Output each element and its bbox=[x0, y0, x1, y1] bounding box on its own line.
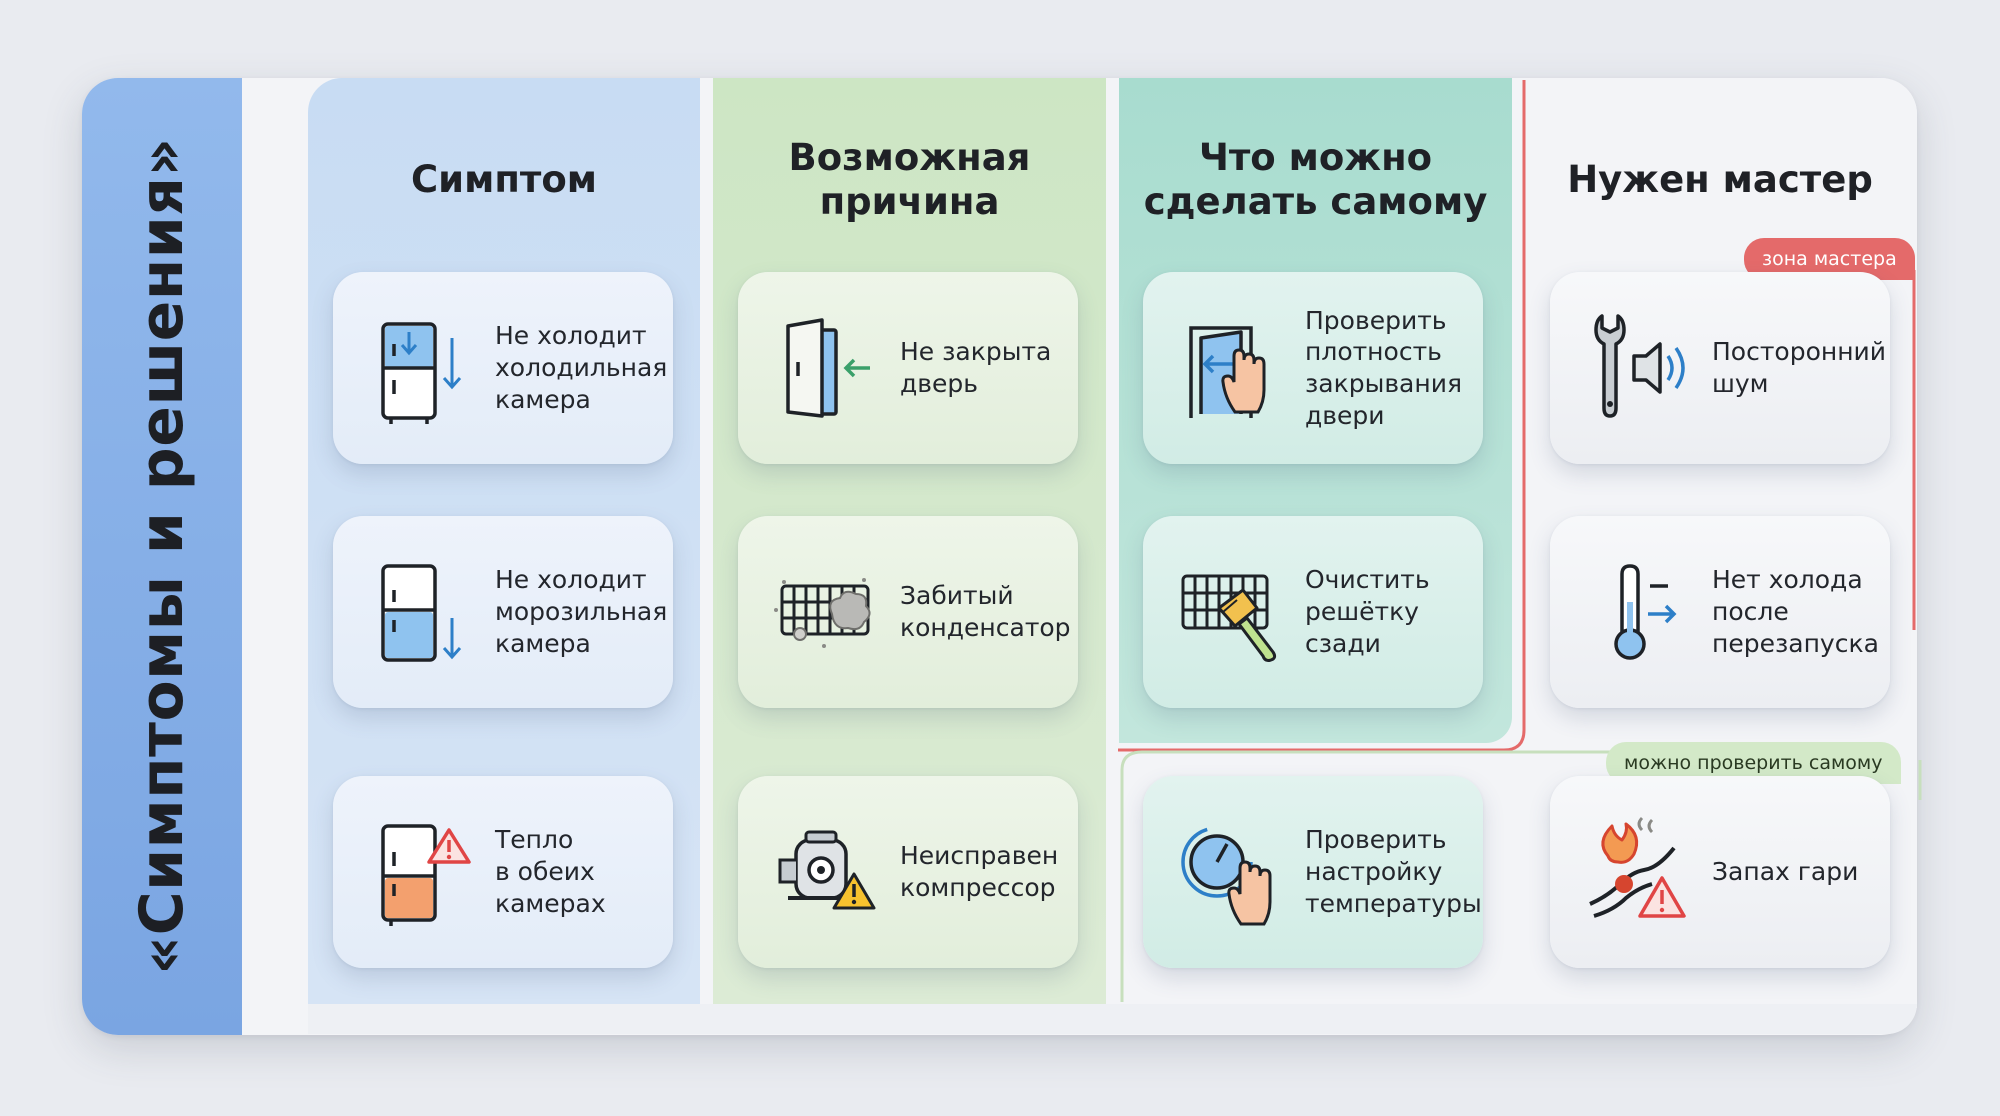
sidebar bbox=[82, 78, 242, 1035]
compressor-warning-icon bbox=[766, 812, 886, 932]
card-text: Тепло в обеих камерах bbox=[495, 825, 606, 918]
card-master-no-cold-after-restart[interactable]: Нет холода после перезапуска bbox=[1550, 516, 1890, 708]
card-text: Запах гари bbox=[1712, 857, 1859, 887]
thermometer-icon bbox=[1578, 552, 1698, 672]
master-zone-line bbox=[1118, 80, 1916, 752]
self-check-line bbox=[1120, 750, 1922, 1002]
card-text: Неисправен компрессор bbox=[900, 841, 1059, 902]
grille-brush-icon bbox=[1171, 552, 1291, 672]
thermostat-dial-icon bbox=[1171, 812, 1291, 932]
card-cause-door-open[interactable]: Не закрыта дверь bbox=[738, 272, 1078, 464]
card-text: Посторонний шум bbox=[1712, 337, 1887, 398]
clogged-condenser-icon bbox=[766, 552, 886, 672]
fridge-top-cold-icon bbox=[361, 308, 481, 428]
card-text: Не закрыта дверь bbox=[900, 337, 1052, 398]
fridge-warm-warning-icon bbox=[361, 812, 481, 932]
card-self-check-door[interactable]: Проверить плотность закрывания двери bbox=[1143, 272, 1483, 464]
burning-wire-icon bbox=[1578, 812, 1698, 932]
card-symptom-freezer-not-cold[interactable]: Не холодит морозильная камера bbox=[333, 516, 673, 708]
card-master-burning-smell[interactable]: Запах гари bbox=[1550, 776, 1890, 968]
bottom-strip bbox=[308, 1004, 1917, 1034]
card-self-check-temperature[interactable]: Проверить настройку температуры bbox=[1143, 776, 1483, 968]
card-text: Очистить решётку сзади bbox=[1305, 565, 1430, 658]
card-text: Проверить настройку температуры bbox=[1305, 825, 1482, 918]
card-text: Проверить плотность закрывания двери bbox=[1305, 305, 1463, 430]
card-text: Не холодит морозильная камера bbox=[495, 565, 668, 658]
wrench-speaker-icon bbox=[1578, 308, 1698, 428]
heading-symptom: Симптом bbox=[411, 157, 597, 201]
fridge-bottom-cold-icon bbox=[361, 552, 481, 672]
door-hand-icon bbox=[1171, 308, 1291, 428]
card-text: Не холодит холодильная камера bbox=[495, 321, 668, 414]
card-master-noise[interactable]: Посторонний шум bbox=[1550, 272, 1890, 464]
card-cause-clogged-condenser[interactable]: Забитый конденсатор bbox=[738, 516, 1078, 708]
open-door-icon bbox=[766, 308, 886, 428]
card-text: Забитый конденсатор bbox=[900, 581, 1071, 642]
card-symptom-both-warm[interactable]: Тепло в обеих камерах bbox=[333, 776, 673, 968]
heading-master: Нужен мастер bbox=[1567, 157, 1873, 201]
page-title: «Симптомы и решения» bbox=[127, 137, 197, 975]
card-text: Нет холода после перезапуска bbox=[1712, 565, 1879, 658]
card-cause-compressor-fault[interactable]: Неисправен компрессор bbox=[738, 776, 1078, 968]
card-symptom-fridge-not-cold[interactable]: Не холодит холодильная камера bbox=[333, 272, 673, 464]
card-self-clean-grille[interactable]: Очистить решётку сзади bbox=[1143, 516, 1483, 708]
